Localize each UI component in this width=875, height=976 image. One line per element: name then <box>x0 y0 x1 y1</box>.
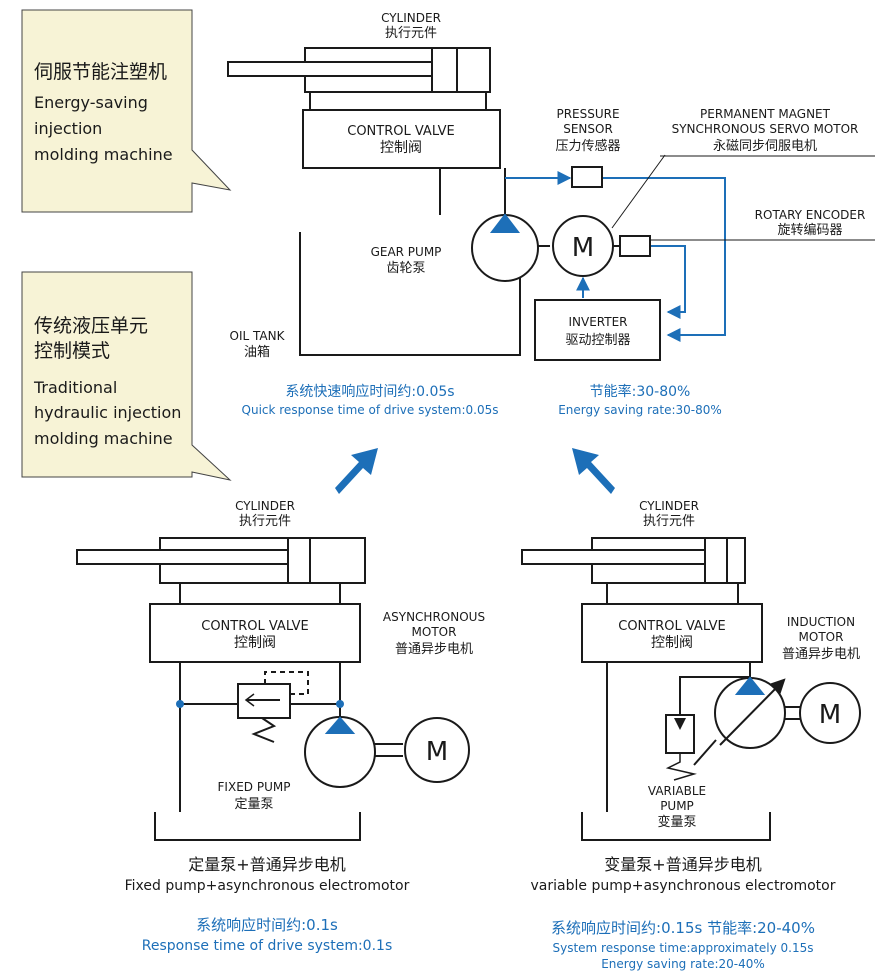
left-motor-cn: 普通异步电机 <box>395 642 473 657</box>
top-encoder-cn: 旋转编码器 <box>777 223 842 238</box>
left-junction-2 <box>336 700 344 708</box>
right-motor-cn: 普通异步电机 <box>782 647 860 662</box>
top-inverter <box>534 299 661 361</box>
top-cylinder-piston <box>431 47 458 93</box>
left-cylinder-piston <box>287 537 311 584</box>
right-pump-en1: VARIABLE <box>648 784 706 798</box>
top-motor-letter: M <box>572 233 594 263</box>
top-resp-cn: 系统快速响应时间约:0.05s <box>285 383 454 400</box>
top-pump-cn: 齿轮泵 <box>386 261 425 276</box>
arrow-left-up <box>335 448 378 494</box>
left-caption-cn: 定量泵+普通异步电机 <box>188 855 345 874</box>
top-save-cn: 节能率:30-80% <box>590 383 691 400</box>
top-encoder-en: ROTARY ENCODER <box>755 208 866 222</box>
left-valve-en: CONTROL VALVE <box>201 619 309 634</box>
top-pump-en: GEAR PUMP <box>371 245 442 259</box>
right-motor-letter: M <box>819 700 841 730</box>
top-cylinder-cn: 执行元件 <box>385 26 437 41</box>
top-cylinder-rod <box>227 61 433 77</box>
top-inverter-cn: 驱动控制器 <box>565 333 630 348</box>
right-caption-en: variable pump+asynchronous electromotor <box>531 878 836 894</box>
left-cylinder-cn: 执行元件 <box>239 514 291 529</box>
right-pump-en2: PUMP <box>660 799 694 813</box>
left-cylinder-rod <box>76 549 289 565</box>
top-save-en: Energy saving rate:30-80% <box>558 403 722 417</box>
top-cylinder-en: CYLINDER <box>381 11 441 25</box>
right-cylinder-piston <box>704 537 728 584</box>
top-motor-en1: PERMANENT MAGNET <box>700 107 831 121</box>
right-control-valve <box>581 603 763 663</box>
right-valve-cn: 控制阀 <box>651 635 693 651</box>
top-resp-en: Quick response time of drive system:0.05… <box>242 403 499 417</box>
right-pump-cn: 变量泵 <box>657 814 696 830</box>
bubble-servo-line3: molding machine <box>34 145 173 164</box>
upgrade-arrows <box>335 448 615 494</box>
top-inverter-en: INVERTER <box>568 315 627 329</box>
top-rotary-encoder <box>619 235 651 257</box>
top-system <box>227 47 875 361</box>
top-oil-tank <box>299 232 521 356</box>
bubble-servo: 伺服节能注塑机 Energy-saving injection molding … <box>21 9 232 213</box>
bubble-traditional: 传统液压单元 控制模式 Traditional hydraulic inject… <box>21 271 232 481</box>
top-valve-cn: 控制阀 <box>380 140 422 156</box>
left-async-motor <box>404 717 470 783</box>
left-oil-tank <box>154 812 361 841</box>
left-system <box>76 537 470 841</box>
left-labels: CYLINDER 执行元件 CONTROL VALVE 控制阀 ASYNCHRO… <box>125 499 485 954</box>
right-resp-en2: Energy saving rate:20-40% <box>601 957 765 971</box>
left-caption-en: Fixed pump+asynchronous electromotor <box>125 878 410 894</box>
right-caption-cn: 变量泵+普通异步电机 <box>604 855 761 874</box>
top-tank-cn: 油箱 <box>244 344 270 360</box>
right-cylinder-rod <box>521 549 706 565</box>
left-valve-cn: 控制阀 <box>234 635 276 651</box>
left-resp-en: Response time of drive system:0.1s <box>142 938 392 954</box>
left-pump-en: FIXED PUMP <box>218 780 291 794</box>
left-control-valve <box>149 603 361 663</box>
left-motor-en2: MOTOR <box>412 625 457 639</box>
left-cylinder-en: CYLINDER <box>235 499 295 513</box>
top-control-valve <box>302 109 501 169</box>
left-motor-letter: M <box>426 737 448 767</box>
right-labels: CYLINDER 执行元件 CONTROL VALVE 控制阀 INDUCTIO… <box>531 499 860 971</box>
top-sensor-en1: PRESSURE <box>556 107 619 121</box>
right-valve-en: CONTROL VALVE <box>618 619 726 634</box>
top-pressure-sensor <box>571 166 603 188</box>
right-cylinder-en: CYLINDER <box>639 499 699 513</box>
bubble-traditional-title1: 传统液压单元 <box>34 315 148 337</box>
right-system <box>521 537 861 841</box>
bubble-traditional-line2: hydraulic injection <box>34 403 181 422</box>
right-motor-en2: MOTOR <box>799 630 844 644</box>
right-resp-cn: 系统响应时间约:0.15s 节能率:20-40% <box>551 919 815 937</box>
top-sensor-cn: 压力传感器 <box>555 138 620 154</box>
left-motor-en1: ASYNCHRONOUS <box>383 610 485 624</box>
arrow-right-up <box>572 448 615 494</box>
bubble-traditional-line3: molding machine <box>34 429 173 448</box>
top-valve-en: CONTROL VALVE <box>347 124 455 139</box>
top-tank-en: OIL TANK <box>230 329 286 343</box>
bubble-traditional-title2: 控制模式 <box>34 340 110 362</box>
bubble-servo-title: 伺服节能注塑机 <box>34 61 167 83</box>
right-cylinder-cn: 执行元件 <box>643 514 695 529</box>
left-junction-1 <box>176 700 184 708</box>
right-resp-en1: System response time:approximately 0.15s <box>552 941 813 955</box>
left-pump-cn: 定量泵 <box>234 797 273 812</box>
top-motor-en2: SYNCHRONOUS SERVO MOTOR <box>672 122 859 136</box>
top-sensor-en2: SENSOR <box>563 122 613 136</box>
right-induction-motor <box>799 682 861 744</box>
bubble-traditional-line1: Traditional <box>33 378 117 397</box>
bubble-servo-line1: Energy-saving <box>34 93 148 112</box>
left-resp-cn: 系统响应时间约:0.1s <box>196 916 338 934</box>
right-motor-en1: INDUCTION <box>787 615 855 629</box>
top-motor-cn: 永磁同步伺服电机 <box>713 139 817 154</box>
bubble-servo-line2: injection <box>34 119 102 138</box>
right-oil-tank <box>581 812 771 841</box>
top-labels: CYLINDER 执行元件 CONTROL VALVE 控制阀 PRESSURE… <box>230 11 866 417</box>
